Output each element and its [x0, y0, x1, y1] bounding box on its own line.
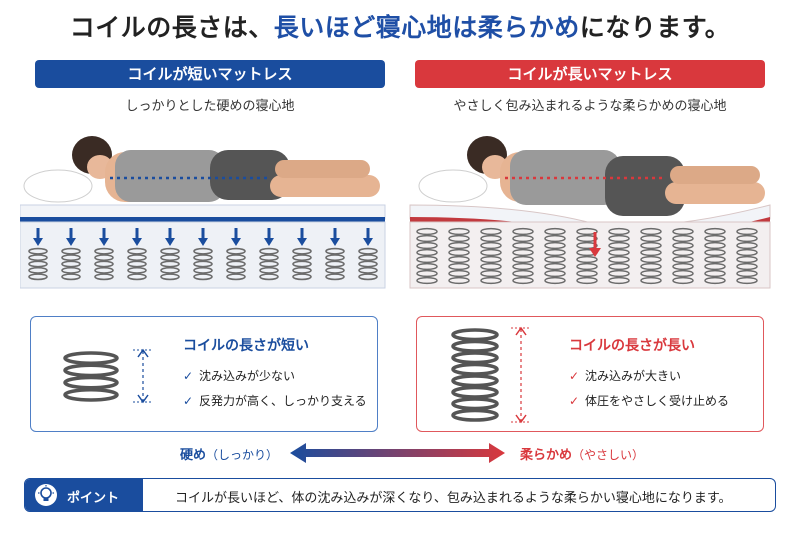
short-coil-icon [63, 348, 153, 404]
coil-cell [325, 228, 345, 281]
coil-cell [608, 227, 630, 285]
coil-cell [292, 228, 312, 281]
long-coil-title: コイルの長さが長い [569, 338, 695, 354]
long-coil-mattress [409, 204, 771, 289]
list-item: ✓沈み込みが大きい [569, 369, 682, 383]
sleeping-person-icon [72, 136, 380, 202]
coil-cell [736, 227, 758, 285]
coil-cell [576, 227, 598, 285]
short-coil-row [28, 228, 378, 281]
short-coil-spec-box: コイルの長さが短い ✓沈み込みが少ない ✓反発力が高く、しっかり支える [30, 316, 378, 432]
list-item: ✓反発力が高く、しっかり支える [183, 394, 367, 408]
coil-cell [448, 227, 470, 285]
coil-cell [416, 227, 438, 285]
point-text: コイルが長いほど、体の沈み込みが深くなり、包み込まれるような柔らかい寝心地になり… [175, 491, 732, 506]
coil-cell [704, 227, 726, 285]
check-icon: ✓ [183, 394, 194, 408]
coil-cell [480, 227, 502, 285]
coil-cell [512, 227, 534, 285]
short-coil-header: コイルが短いマットレス [35, 60, 385, 88]
long-coil-subtitle: やさしく包み込まれるような柔らかめの寝心地 [453, 99, 727, 114]
long-coil-icon [451, 326, 531, 424]
firm-label: 硬め（しっかり） [180, 448, 279, 463]
coil-cell [259, 228, 279, 281]
long-coil-mattress-illustration [409, 136, 771, 289]
short-coil-title: コイルの長さが短い [183, 338, 309, 354]
short-coil-mattress [20, 204, 386, 289]
page-title: コイルの長さは、長いほど寝心地は柔らかめになります。 [0, 8, 800, 44]
coil-cell [160, 228, 180, 281]
coil-cell [127, 228, 147, 281]
list-item: ✓体圧をやさしく受け止める [569, 394, 730, 408]
point-box: ポイント コイルが長いほど、体の沈み込みが深くなり、包み込まれるような柔らかい寝… [24, 478, 776, 512]
coil-cell [672, 227, 694, 285]
coil-cell [226, 228, 246, 281]
sink-arrow-icon [589, 232, 601, 257]
coil-cell [358, 228, 378, 281]
coil-cell [544, 227, 566, 285]
long-coil-features: ✓沈み込みが大きい ✓体圧をやさしく受け止める [569, 367, 729, 417]
title-part2: になります。 [579, 13, 731, 42]
point-tag: ポイント [25, 479, 143, 511]
sleeping-person-icon [467, 136, 765, 216]
coil-cell [94, 228, 114, 281]
coil-cell [640, 227, 662, 285]
check-icon: ✓ [569, 369, 580, 383]
double-arrow-icon [290, 443, 505, 463]
lightbulb-icon [35, 484, 57, 506]
pillow-icon [418, 169, 488, 203]
short-coil-subtitle: しっかりとした硬めの寝心地 [125, 99, 295, 114]
long-coil-header: コイルが長いマットレス [415, 60, 765, 88]
coil-cell [28, 228, 48, 281]
soft-label: 柔らかめ（やさしい） [520, 448, 645, 463]
coil-cell [193, 228, 213, 281]
title-highlight: 長いほど寝心地は柔らかめ [273, 13, 580, 42]
short-coil-features: ✓沈み込みが少ない ✓反発力が高く、しっかり支える [183, 367, 367, 417]
pillow-icon [23, 169, 93, 203]
long-coil-row [416, 227, 758, 285]
short-coil-mattress-illustration [20, 136, 386, 289]
firmness-scale: 硬め（しっかり） 柔らかめ（やさしい） [0, 441, 800, 465]
check-icon: ✓ [569, 394, 580, 408]
title-part1: コイルの長さは、 [69, 13, 274, 42]
check-icon: ✓ [183, 369, 194, 383]
coil-cell [61, 228, 81, 281]
list-item: ✓沈み込みが少ない [183, 369, 296, 383]
point-label: ポイント [67, 491, 120, 506]
long-coil-spec-box: コイルの長さが長い ✓沈み込みが大きい ✓体圧をやさしく受け止める [416, 316, 764, 432]
